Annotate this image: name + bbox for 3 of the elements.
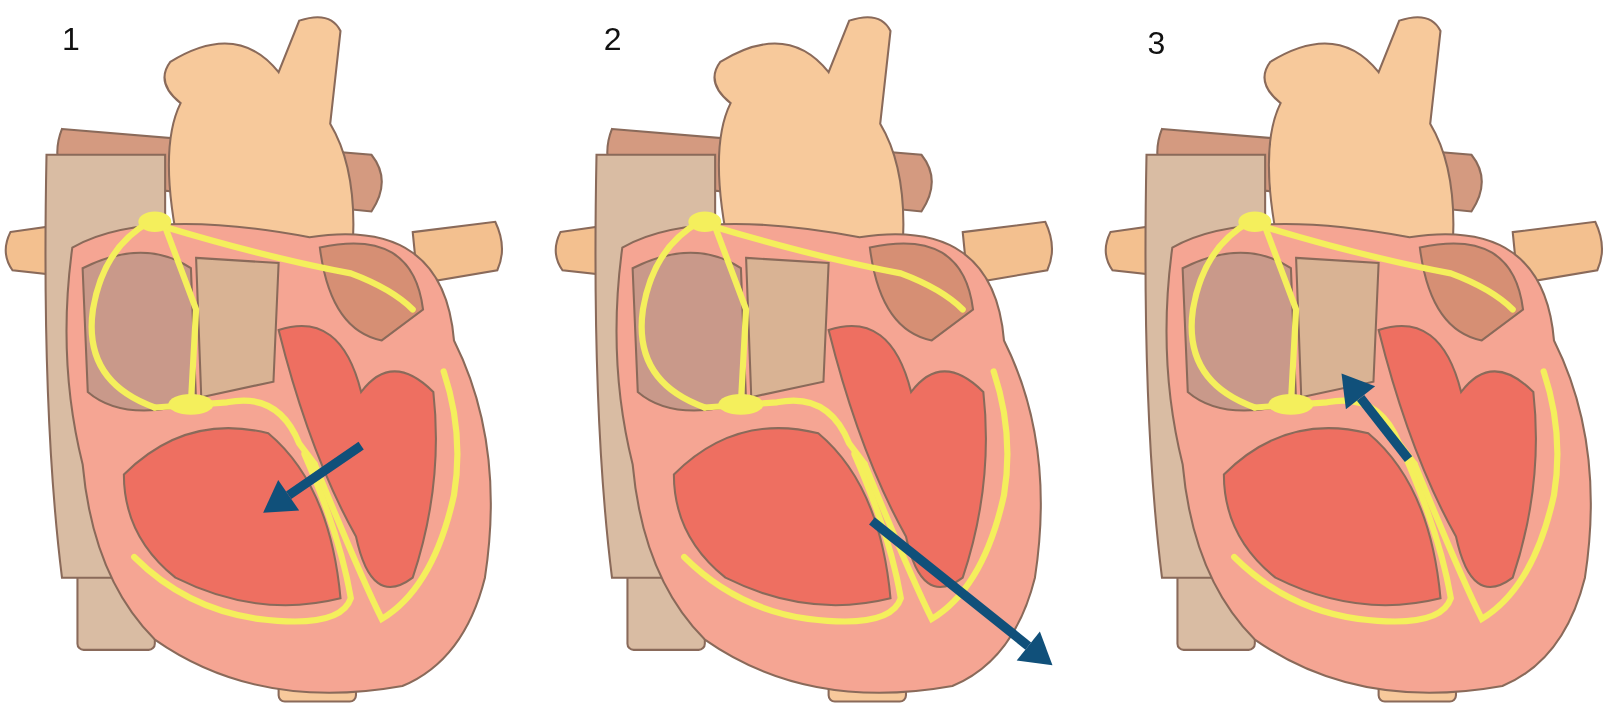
panel-number: 2: [603, 22, 622, 55]
panel-number: 3: [1147, 26, 1166, 59]
panel-number: 1: [61, 22, 80, 55]
